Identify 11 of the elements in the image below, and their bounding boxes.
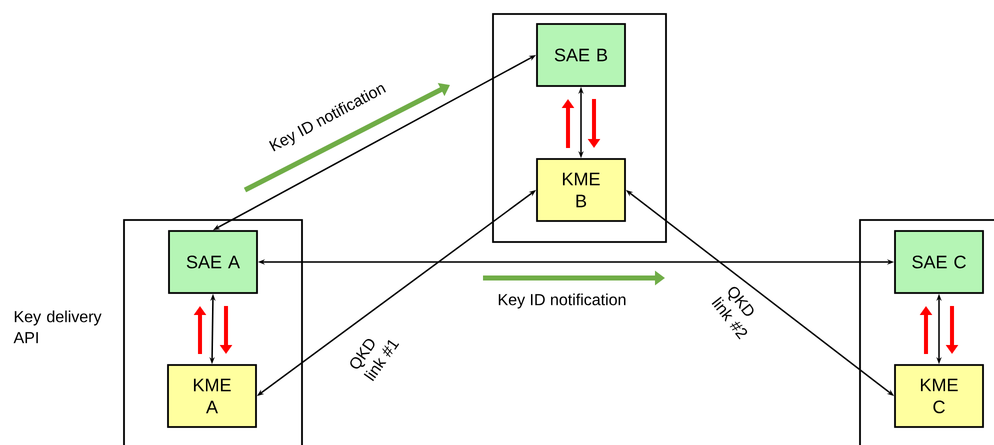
text-label: Key delivery API <box>14 310 102 344</box>
kme-box: KME A <box>167 364 257 428</box>
sae-box: SAE C <box>894 230 984 294</box>
kme-box: KME B <box>536 158 626 222</box>
node-group-box <box>859 219 994 445</box>
node-group-box <box>123 219 303 445</box>
sae-box: SAE B <box>536 23 626 87</box>
kme-box: KME C <box>894 364 984 428</box>
sae-box: SAE A <box>168 230 258 294</box>
text-label: Key ID notification <box>498 294 626 308</box>
node-group-box <box>492 13 667 243</box>
